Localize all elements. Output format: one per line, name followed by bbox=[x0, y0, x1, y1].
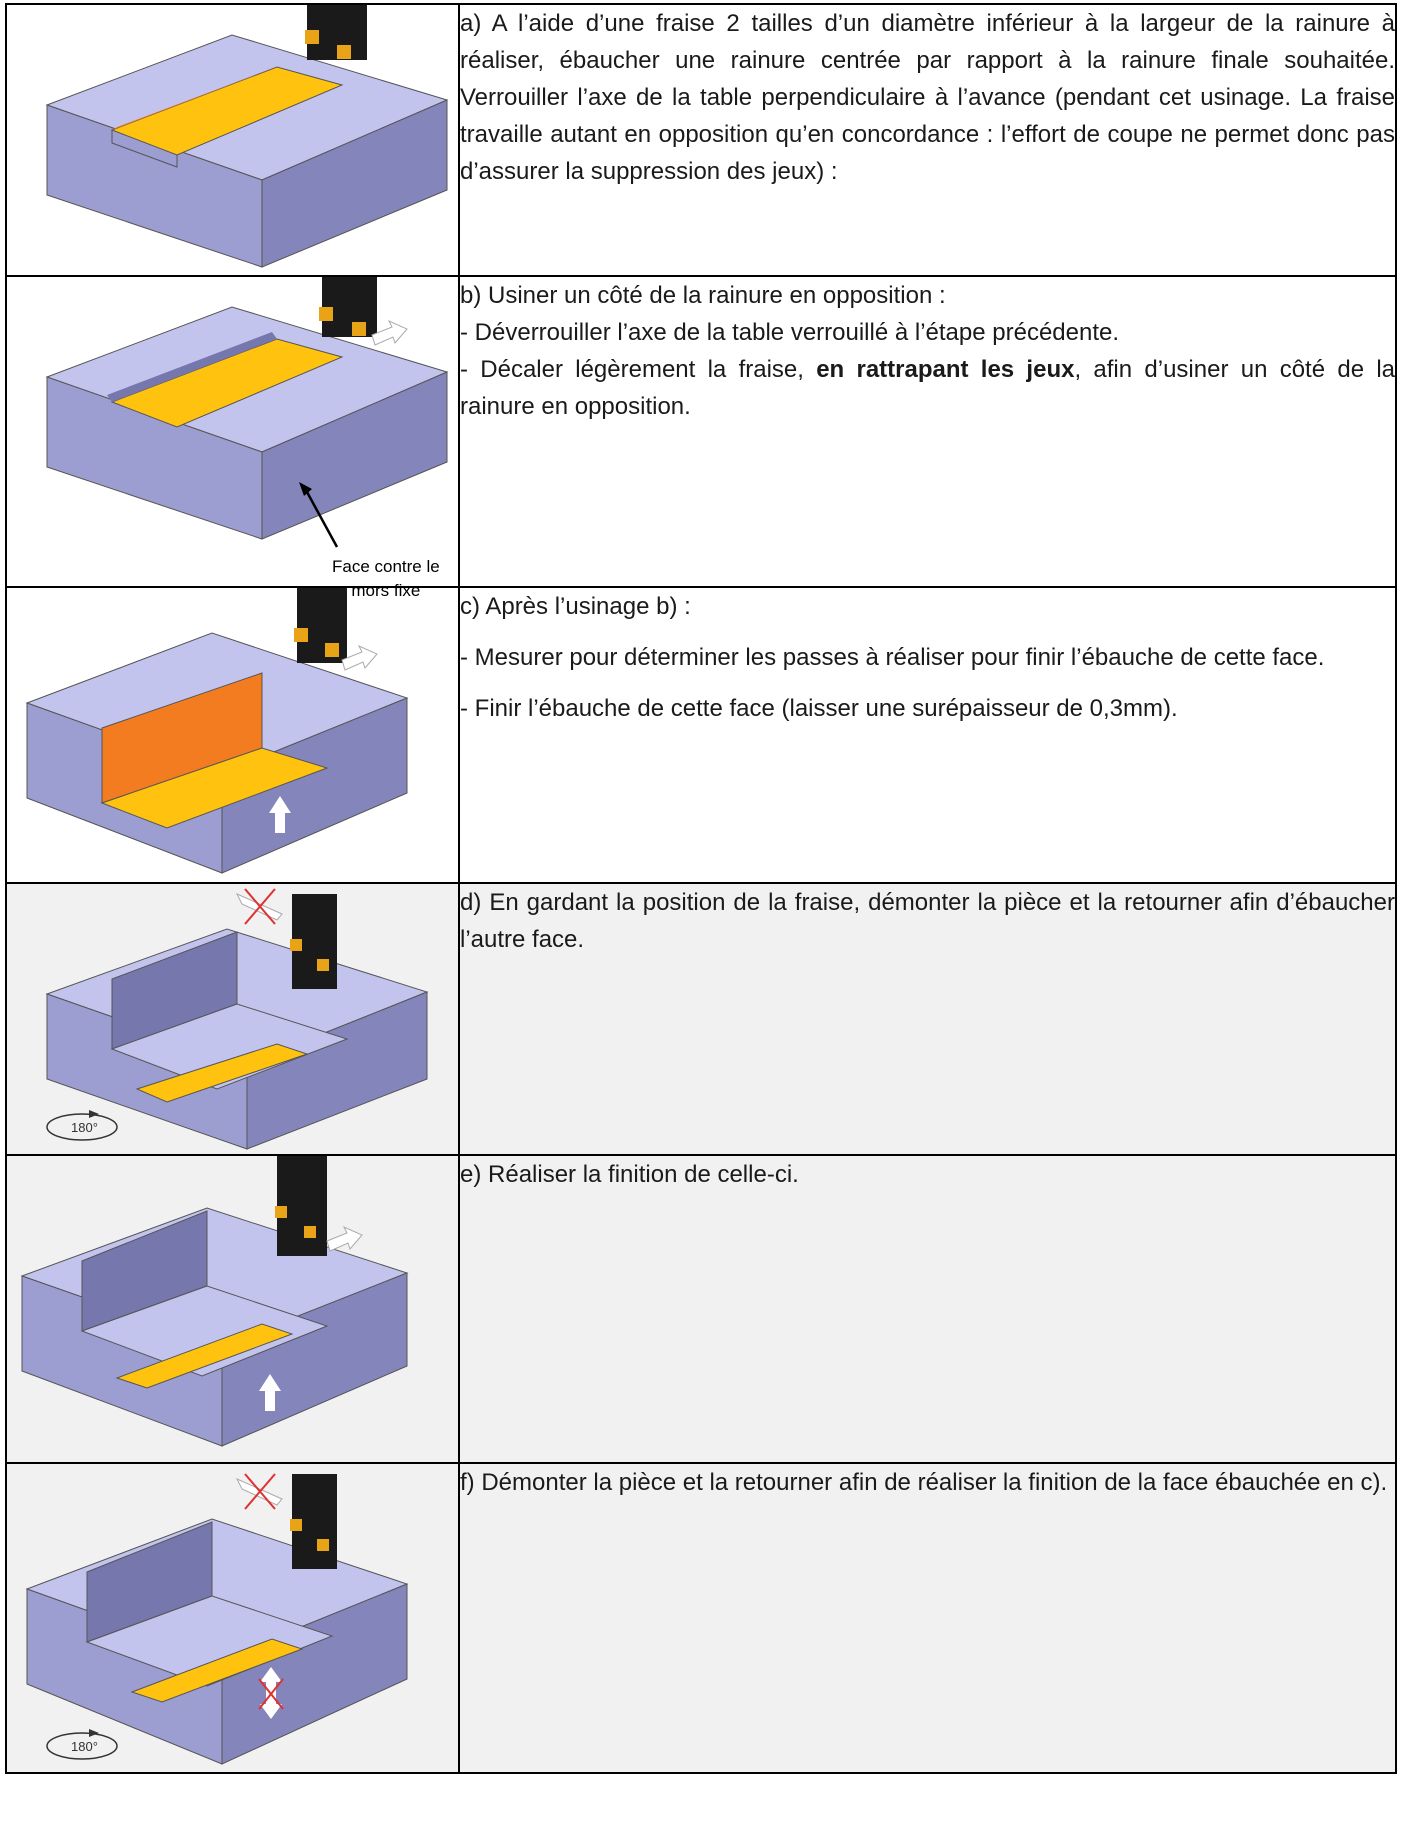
step-row-b: Face contre le mors fixe b) Usiner un cô… bbox=[5, 275, 1397, 600]
cross-icon bbox=[235, 888, 283, 925]
milling-cutter-icon bbox=[294, 588, 347, 663]
step-b-figure: Face contre le mors fixe bbox=[5, 275, 460, 600]
step-b-p3-after: , afin d’usiner un côté de la rainure en… bbox=[460, 356, 1395, 420]
feed-arrow-icon bbox=[341, 644, 378, 671]
rotate-180-icon: 180° bbox=[46, 1729, 118, 1760]
step-row-e: e) Réaliser la finition de celle-ci. bbox=[5, 1154, 1397, 1464]
step-b-paragraph-3: - Décaler légèrement la fraise, en rattr… bbox=[460, 351, 1395, 425]
step-a-paragraph: a) A l’aide d’une fraise 2 tailles d’un … bbox=[460, 10, 1395, 185]
milling-cutter-icon bbox=[290, 1474, 337, 1569]
step-d-figure: 180° bbox=[5, 882, 460, 1156]
workpiece-illustration-d: 180° bbox=[45, 888, 429, 1150]
step-c-paragraph-3: - Finir l’ébauche de cette face (laisser… bbox=[460, 695, 1178, 722]
workpiece-illustration-e bbox=[20, 1156, 409, 1447]
step-a-figure bbox=[5, 3, 460, 277]
blocked-arrow-icon bbox=[258, 1667, 284, 1719]
step-a-text: a) A l’aide d’une fraise 2 tailles d’un … bbox=[458, 3, 1397, 277]
workpiece-illustration-c bbox=[25, 588, 409, 874]
caption-line-1: Face contre le bbox=[332, 557, 440, 576]
up-arrow-icon bbox=[269, 796, 291, 833]
step-row-f: 180° f) Démonter la pièce et la retourne… bbox=[5, 1462, 1397, 1774]
step-b-text: b) Usiner un côté de la rainure en oppos… bbox=[458, 275, 1397, 588]
milling-cutter-icon bbox=[275, 1156, 327, 1256]
workpiece-illustration-b bbox=[45, 277, 449, 548]
workpiece-illustration-a bbox=[45, 5, 449, 268]
step-d-text: d) En gardant la position de la fraise, … bbox=[458, 882, 1397, 1156]
rotation-label: 180° bbox=[71, 1120, 98, 1135]
feed-arrow-icon bbox=[326, 1225, 363, 1252]
step-b-paragraph-2: - Déverrouiller l’axe de la table verrou… bbox=[460, 319, 1120, 346]
step-c-paragraph-2: - Mesurer pour déterminer les passes à r… bbox=[460, 644, 1325, 671]
step-f-paragraph: f) Démonter la pièce et la retourner afi… bbox=[460, 1469, 1388, 1496]
step-row-d: 180° d) En gardant la position de la fra… bbox=[5, 882, 1397, 1156]
step-c-text: c) Après l’usinage b) : - Mesurer pour d… bbox=[458, 586, 1397, 884]
step-row-c: c) Après l’usinage b) : - Mesurer pour d… bbox=[5, 586, 1397, 884]
step-c-paragraph-1: c) Après l’usinage b) : bbox=[460, 593, 691, 620]
step-f-figure: 180° bbox=[5, 1462, 460, 1774]
pointer-arrow-icon bbox=[305, 491, 339, 548]
cross-icon bbox=[235, 1473, 283, 1510]
milling-cutter-icon bbox=[305, 5, 367, 60]
step-e-text: e) Réaliser la finition de celle-ci. bbox=[458, 1154, 1397, 1464]
step-row-a: a) A l’aide d’une fraise 2 tailles d’un … bbox=[5, 3, 1397, 277]
step-b-p3-bold: en rattrapant les jeux bbox=[816, 356, 1075, 383]
rotate-180-icon: 180° bbox=[46, 1110, 118, 1141]
milling-cutter-icon bbox=[319, 277, 377, 337]
step-c-figure bbox=[5, 586, 460, 884]
step-f-text: f) Démonter la pièce et la retourner afi… bbox=[458, 1462, 1397, 1774]
step-e-paragraph: e) Réaliser la finition de celle-ci. bbox=[460, 1161, 799, 1188]
machining-steps-table: a) A l’aide d’une fraise 2 tailles d’un … bbox=[5, 3, 1397, 1774]
step-d-paragraph: d) En gardant la position de la fraise, … bbox=[460, 889, 1395, 953]
milling-cutter-icon bbox=[290, 894, 337, 989]
step-e-figure bbox=[5, 1154, 460, 1464]
workpiece-illustration-f: 180° bbox=[25, 1473, 409, 1765]
step-b-p3-before: - Décaler légèrement la fraise, bbox=[460, 356, 817, 383]
step-b-paragraph-1: b) Usiner un côté de la rainure en oppos… bbox=[460, 282, 946, 309]
up-arrow-icon bbox=[259, 1374, 281, 1411]
rotation-label: 180° bbox=[71, 1739, 98, 1754]
feed-arrow-icon bbox=[371, 319, 408, 346]
